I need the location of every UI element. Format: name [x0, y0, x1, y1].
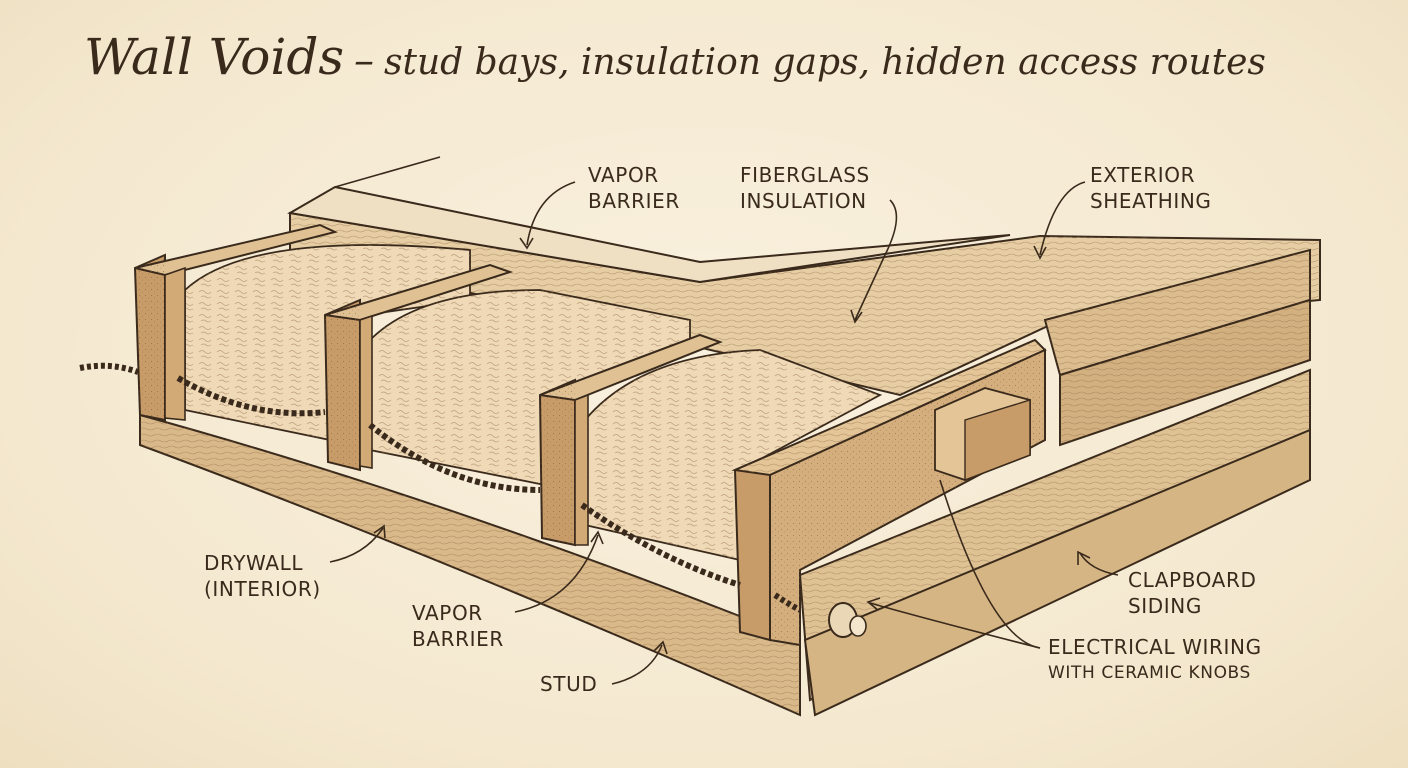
studs — [133, 223, 1047, 647]
diagram-title: Wall Voids–stud bays, insulation gaps, h… — [84, 28, 1266, 86]
leader-lines — [329, 181, 1119, 685]
label-exterior-sheathing: EXTERIOR SHEATHING — [1090, 163, 1212, 213]
title-subtitle: stud bays, insulation gaps, hidden acces… — [384, 42, 1266, 83]
clapboard-siding — [798, 248, 1311, 717]
title-dash: – — [354, 38, 375, 84]
label-electrical-wiring: ELECTRICAL WIRING WITH CERAMIC KNOBS — [1048, 635, 1262, 683]
electrical-wiring — [79, 362, 802, 613]
label-drywall-interior: DRYWALL (INTERIOR) — [204, 551, 321, 601]
label-vapor-barrier-top: VAPOR BARRIER — [588, 163, 680, 213]
title-main: Wall Voids — [84, 28, 345, 86]
label-fiberglass-insulation: FIBERGLASS INSULATION — [740, 163, 870, 213]
ceramic-knob — [828, 602, 867, 638]
drywall-bottom-plate — [139, 413, 801, 717]
label-clapboard-siding: CLAPBOARD SIDING — [1128, 568, 1257, 618]
label-vapor-barrier-bottom: VAPOR BARRIER — [412, 601, 504, 651]
label-stud: STUD — [540, 672, 598, 696]
